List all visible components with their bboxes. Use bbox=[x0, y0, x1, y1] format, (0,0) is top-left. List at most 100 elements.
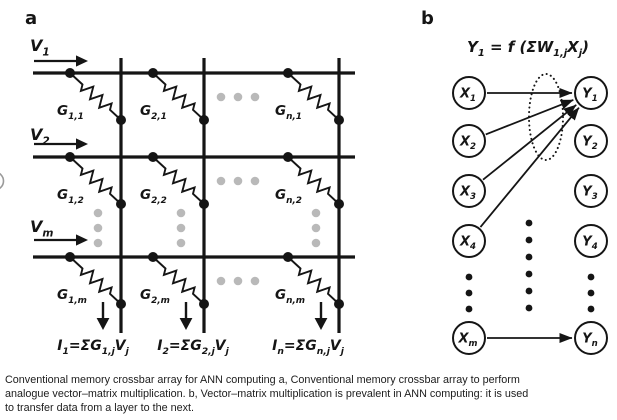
weight-arrow bbox=[482, 104, 577, 181]
v-ellipsis-dot bbox=[93, 223, 103, 233]
h-ellipsis-dot bbox=[216, 176, 226, 186]
v-ellipsis-dot bbox=[176, 223, 186, 233]
resistor-symbol bbox=[69, 72, 122, 121]
input-node-label: X3 bbox=[459, 185, 476, 203]
junction-dot bbox=[283, 68, 293, 78]
output-node-label: Y1 bbox=[582, 87, 597, 105]
output-current-arrow-head bbox=[314, 318, 328, 330]
input-node-circle bbox=[452, 76, 486, 110]
edge-arc bbox=[0, 172, 5, 190]
junction-dot bbox=[283, 252, 293, 262]
junction-dot bbox=[65, 68, 75, 78]
node-ellipsis-dot bbox=[587, 289, 595, 297]
h-ellipsis-dot bbox=[233, 92, 243, 102]
input-arrow-head bbox=[76, 138, 88, 150]
v-ellipsis-dot bbox=[93, 238, 103, 248]
conductance-label: G1,2 bbox=[57, 187, 84, 206]
junction-dot bbox=[199, 115, 209, 125]
v-ellipsis-dot bbox=[176, 238, 186, 248]
junction-dot bbox=[334, 299, 344, 309]
caption-line-1: Conventional memory crossbar array for A… bbox=[5, 374, 520, 386]
v-ellipsis-dot bbox=[176, 208, 186, 218]
junction-dot bbox=[283, 152, 293, 162]
output-node-label: Y4 bbox=[582, 235, 597, 253]
junction-dot bbox=[116, 299, 126, 309]
input-arrow-head bbox=[76, 55, 88, 67]
node-ellipsis-dot bbox=[525, 219, 533, 227]
junction-dot bbox=[199, 299, 209, 309]
output-node-circle bbox=[574, 174, 608, 208]
junction-dot bbox=[148, 252, 158, 262]
output-current-arrow-head bbox=[179, 318, 193, 330]
weight-arrow bbox=[485, 99, 574, 136]
input-arrow-head bbox=[76, 234, 88, 246]
caption-line-3: to transfer data from a layer to the nex… bbox=[5, 401, 195, 414]
input-node-label: X1 bbox=[459, 87, 476, 105]
conductance-label: G2,1 bbox=[140, 103, 167, 122]
h-ellipsis-dot bbox=[233, 276, 243, 286]
resistor-symbol bbox=[287, 72, 340, 121]
junction-dot bbox=[116, 115, 126, 125]
node-ellipsis-dot bbox=[465, 289, 473, 297]
conductance-label: G1,1 bbox=[57, 103, 84, 122]
conductance-label: Gn,2 bbox=[275, 187, 302, 206]
v-ellipsis-dot bbox=[311, 238, 321, 248]
node-ellipsis-dot bbox=[465, 273, 473, 281]
node-ellipsis-dot bbox=[465, 305, 473, 313]
input-node-label: X2 bbox=[459, 135, 476, 153]
h-ellipsis-dot bbox=[250, 92, 260, 102]
junction-dot bbox=[148, 152, 158, 162]
junction-dot bbox=[65, 252, 75, 262]
output-current-arrow-head bbox=[96, 318, 110, 330]
conductance-label: G2,m bbox=[140, 287, 170, 306]
weight-arrow bbox=[479, 107, 580, 228]
resistor-symbol bbox=[69, 256, 122, 305]
junction-dot bbox=[116, 199, 126, 209]
node-ellipsis-dot bbox=[525, 304, 533, 312]
input-node-circle bbox=[452, 321, 486, 355]
node-ellipsis-dot bbox=[587, 273, 595, 281]
conductance-label: Gn,1 bbox=[275, 103, 302, 122]
output-node-circle bbox=[574, 321, 608, 355]
figure-caption: Conventional memory crossbar array for A… bbox=[5, 374, 609, 415]
node-ellipsis-dot bbox=[525, 236, 533, 244]
output-current-formula: In=ΣGn,jVj bbox=[272, 338, 345, 357]
resistor-symbol bbox=[287, 256, 340, 305]
resistor-symbol bbox=[69, 156, 122, 205]
output-node-label: Y3 bbox=[582, 185, 597, 203]
junction-dot bbox=[65, 152, 75, 162]
junction-dot bbox=[199, 199, 209, 209]
input-voltage-label: V2 bbox=[30, 125, 50, 147]
v-ellipsis-dot bbox=[311, 208, 321, 218]
input-voltage-label: V1 bbox=[30, 36, 50, 58]
junction-dot bbox=[334, 115, 344, 125]
input-node-circle bbox=[452, 174, 486, 208]
resistor-symbol bbox=[287, 156, 340, 205]
junction-dot bbox=[148, 68, 158, 78]
output-node-label: Yn bbox=[582, 332, 598, 350]
output-current-formula: I2=ΣG2,jVj bbox=[157, 338, 229, 357]
v-ellipsis-dot bbox=[93, 208, 103, 218]
h-ellipsis-dot bbox=[250, 176, 260, 186]
node-ellipsis-dot bbox=[525, 253, 533, 261]
h-ellipsis-dot bbox=[233, 176, 243, 186]
h-ellipsis-dot bbox=[250, 276, 260, 286]
node-ellipsis-dot bbox=[525, 270, 533, 278]
resistor-symbol bbox=[152, 256, 205, 305]
v-ellipsis-dot bbox=[311, 223, 321, 233]
node-ellipsis-dot bbox=[587, 305, 595, 313]
output-current-formula: I1=ΣG1,jVj bbox=[57, 338, 129, 357]
panel-b-label: b bbox=[421, 8, 434, 29]
node-ellipsis-dot bbox=[525, 287, 533, 295]
input-node-circle bbox=[452, 124, 486, 158]
resistor-symbol bbox=[152, 156, 205, 205]
caption-line-2: analogue vector–matrix multiplication. b… bbox=[5, 387, 529, 400]
resistor-symbol bbox=[152, 72, 205, 121]
input-voltage-label: Vm bbox=[30, 217, 53, 239]
input-node-label: X4 bbox=[459, 235, 476, 253]
input-node-circle bbox=[452, 224, 486, 258]
